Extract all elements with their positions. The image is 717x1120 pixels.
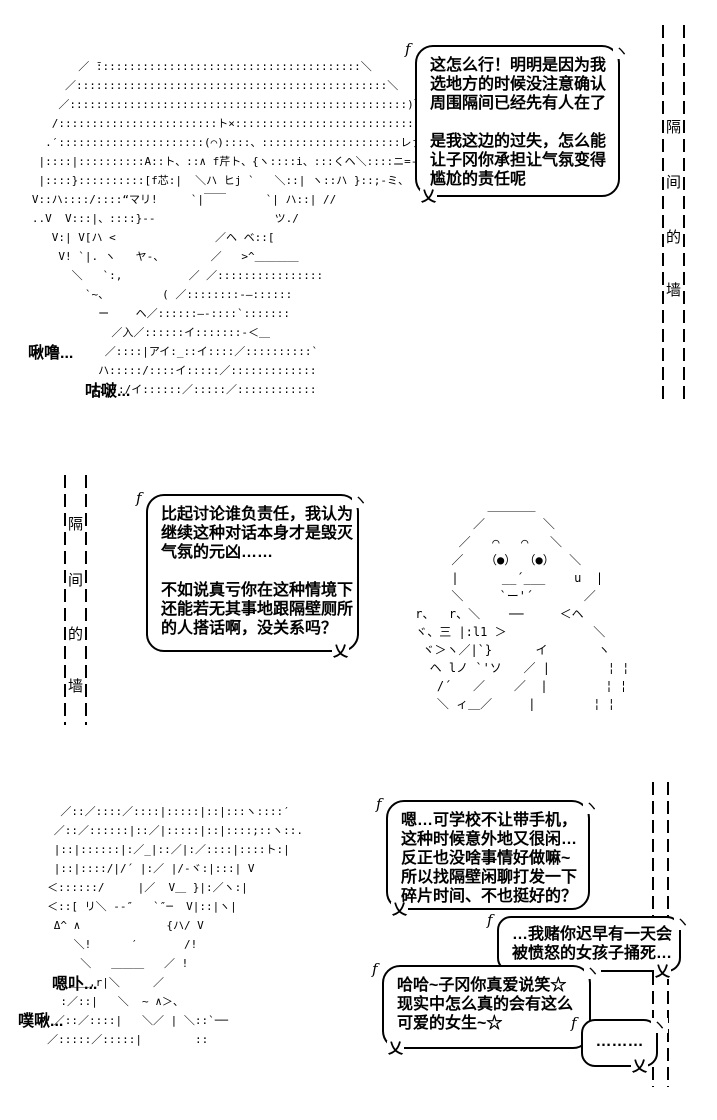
speech-text: 这怎么行！明明是因为我 选地方的时候没注意确认 周围隔间已经先有人在了 是我这边… bbox=[430, 57, 607, 188]
speech-text: 嗯…可学校不让带手机， 这种时候意外地又很闲… 反正也没啥事情好做嘛~ 所以找隔… bbox=[401, 812, 578, 905]
speech-text: 哈哈~子冈你真爱说笑☆ 现实中怎么真的会有这么 可爱的女生~☆ bbox=[397, 977, 574, 1032]
bubble-corner-hook-icon: ヽ bbox=[351, 492, 369, 509]
wall-caption-char: 墙 bbox=[665, 281, 682, 300]
bubble-corner-hook-icon: ヽ bbox=[583, 963, 601, 980]
wall-dashed-line bbox=[683, 25, 685, 402]
bubble-tail-icon: 乂 bbox=[630, 1058, 648, 1075]
speech-bubble-1: f ヽ 乂 这怎么行！明明是因为我 选地方的时候没注意确认 周围隔间已经先有人在… bbox=[404, 42, 630, 204]
bubble-tail-icon: 乂 bbox=[387, 1040, 405, 1057]
bubble-tail-icon: 乂 bbox=[391, 901, 409, 918]
wall-caption-char: 隔 bbox=[67, 515, 84, 534]
sfx-label: 啾噜... bbox=[28, 345, 74, 362]
ascii-art-character-middle-right: ＿＿＿＿ ／ ＼ ／ ⌒ ⌒ ＼ ／ （●） （●） ＼ | __´___ u … bbox=[415, 499, 630, 711]
bubble-corner-f-icon: f bbox=[486, 911, 494, 929]
wall-caption-char: 隔 bbox=[665, 118, 682, 137]
ascii-art-character-top-left: ／ ̄:::::::::::::::::::::::::::::::::::::… bbox=[31, 60, 434, 396]
bubble-corner-f-icon: f bbox=[371, 960, 379, 978]
speech-text: 比起讨论谁负责任，我认为 继续这种对话本身才是毁灭 气氛的元凶…… 不如说真亏你… bbox=[161, 506, 354, 637]
speech-bubble-4: f ヽ 乂 …我赌你迟早有一天会 被愤怒的女孩子捅死… bbox=[486, 913, 691, 979]
wall-caption-char: 的 bbox=[665, 228, 682, 247]
bubble-tail-icon: 乂 bbox=[420, 188, 438, 205]
partition-wall-top-right: 隔 间 的 墙 bbox=[662, 25, 685, 402]
sfx-label: 咕啵... bbox=[85, 383, 131, 400]
bubble-corner-hook-icon: ヽ bbox=[673, 914, 691, 931]
wall-caption-char: 间 bbox=[67, 571, 84, 590]
bubble-corner-hook-icon: ヽ bbox=[582, 798, 600, 815]
bubble-corner-f-icon: f bbox=[570, 1014, 578, 1032]
wall-dashed-line bbox=[85, 475, 87, 725]
speech-text: …我赌你迟早有一天会 被愤怒的女孩子捅死… bbox=[512, 926, 673, 962]
partition-wall-middle-left: 隔 间 的 墙 bbox=[64, 475, 87, 725]
bubble-corner-hook-icon: ヽ bbox=[612, 43, 630, 60]
bubble-tail-icon: 乂 bbox=[653, 963, 671, 980]
bubble-corner-f-icon: f bbox=[404, 40, 412, 58]
speech-bubble-5: f ヽ 乂 哈哈~子冈你真爱说笑☆ 现实中怎么真的会有这么 可爱的女生~☆ bbox=[371, 962, 601, 1056]
wall-caption-char: 墙 bbox=[67, 677, 84, 696]
wall-caption-char: 的 bbox=[67, 625, 84, 644]
sfx-label: 嗯卟... bbox=[52, 976, 98, 993]
sfx-label: 噗啾... bbox=[18, 1013, 64, 1030]
speech-bubble-2: f ヽ 乂 比起讨论谁负责任，我认为 继续这种对话本身才是毁灭 气氛的元凶…… … bbox=[135, 491, 369, 659]
speech-text: ……… bbox=[595, 1033, 644, 1050]
bubble-corner-f-icon: f bbox=[135, 489, 143, 507]
bubble-corner-f-icon: f bbox=[375, 795, 383, 813]
bubble-tail-icon: 乂 bbox=[331, 643, 349, 660]
speech-bubble-3: f ヽ 乂 嗯…可学校不让带手机， 这种时候意外地又很闲… 反正也没啥事情好做嘛… bbox=[375, 797, 600, 917]
wall-dashed-line bbox=[662, 25, 664, 402]
bubble-corner-hook-icon: ヽ bbox=[650, 1017, 668, 1034]
wall-caption-char: 间 bbox=[665, 173, 682, 192]
wall-dashed-line bbox=[64, 475, 66, 725]
ascii-art-character-bottom-left: ／::／::::／::::|:::::|::|:::ヽ::::′ ／::／:::… bbox=[47, 805, 304, 1046]
speech-bubble-6: f ヽ 乂 ……… bbox=[570, 1016, 668, 1074]
